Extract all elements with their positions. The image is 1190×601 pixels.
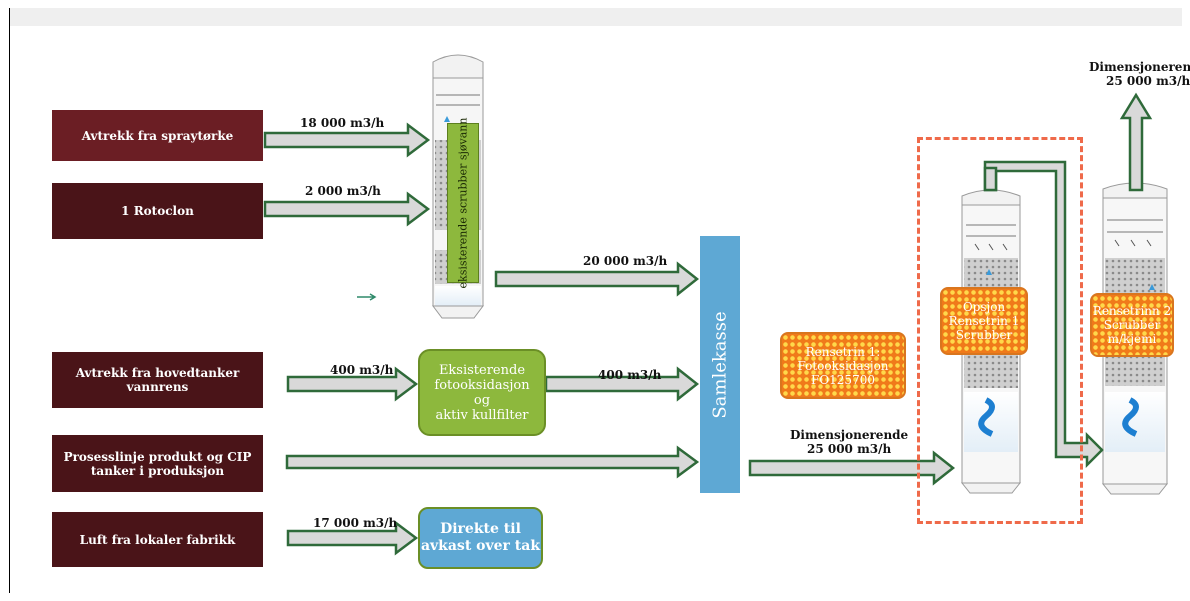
flow-label-rotoclon: 2 000 m3/h — [305, 184, 381, 198]
flow-label-scrubber-out: 20 000 m3/h — [583, 254, 668, 268]
arrow-luft — [286, 520, 419, 556]
direkte-line2: avkast over tak — [420, 538, 541, 554]
opsjon-line3: Scrubber — [955, 328, 1013, 342]
opsjon-dashed-frame — [917, 137, 1083, 524]
left-border-line — [9, 8, 10, 593]
source-rotoclon: 1 Rotoclon — [52, 183, 263, 239]
source-hovedtanker-label: Avtrekk fra hovedtanker vannrens — [75, 366, 240, 394]
arrow-spray — [263, 122, 431, 158]
source-spray-label: Avtrekk fra spraytørke — [81, 128, 234, 143]
arrow-output-up — [1119, 92, 1153, 192]
flow-label-dim-top: Dimensjonerende 25 000 m3/h — [1089, 60, 1190, 88]
flow-label-dim-mid: Dimensjonerende 25 000 m3/h — [790, 428, 908, 456]
rensetrinn1-box: Rensetrin 1: Fotooksidasjon FO125700 — [780, 332, 906, 399]
dim-mid-title: Dimensjonerende — [790, 428, 909, 442]
arrow-hovedtanker-in — [286, 366, 419, 402]
arrow-pipe-connection — [983, 160, 1104, 469]
arrow-foto-out — [544, 366, 700, 402]
flow-label-luft: 17 000 m3/h — [313, 516, 398, 530]
source-prosesslinje-label: Prosesslinje produkt og CIP tanker i pro… — [63, 449, 252, 478]
arrow-scrubber-out — [494, 261, 700, 297]
foto-line1: Eksisterende — [438, 362, 526, 378]
foto-line2: fotooksidasjon — [434, 377, 530, 393]
rensetrinn2-box: Rensetrinn 2 Scrubber m/kjemi — [1090, 293, 1174, 357]
small-teal-arrow — [357, 293, 377, 301]
samlekasse-label: Samlekasse — [709, 310, 731, 419]
rense1-line2: Fotooksidasjon — [797, 358, 889, 373]
flow-label-foto-out: 400 m3/h — [598, 368, 662, 382]
rense1-line1: Rensetrin 1: — [805, 344, 881, 359]
arrow-rotoclon — [263, 191, 431, 227]
flow-label-spray: 18 000 m3/h — [300, 116, 385, 130]
source-luft-label: Luft fra lokaler fabrikk — [79, 532, 236, 547]
opsjon-line1: Opsjon — [962, 300, 1006, 314]
direkte-line1: Direkte til — [440, 521, 521, 537]
arrow-prosesslinje — [285, 445, 700, 479]
rense2-line1: Rensetrinn 2 — [1092, 304, 1172, 318]
existing-scrubber-label-box: eksisterende scrubber sjøvann — [447, 118, 479, 288]
rense1-line3: FO125700 — [811, 372, 875, 387]
samlekasse-box: Samlekasse — [700, 236, 740, 493]
source-rotoclon-label: 1 Rotoclon — [121, 204, 194, 218]
opsjon-rensetrinn1-box: Opsjon Rensetrin 1 Scrubber — [940, 287, 1028, 355]
dim-mid-value: 25 000 m3/h — [806, 442, 892, 456]
opsjon-line2: Rensetrin 1 — [948, 314, 1020, 328]
arrow-opsjon-up — [983, 166, 998, 192]
arrow-dimensjonerende — [748, 450, 956, 486]
dim-top-title: Dimensjonerende — [1089, 60, 1190, 74]
direkte-avkast-box: Direkte til avkast over tak — [418, 507, 543, 569]
flow-label-hovedtanker-in: 400 m3/h — [330, 363, 394, 377]
source-luft: Luft fra lokaler fabrikk — [52, 512, 263, 567]
source-spray-dryer: Avtrekk fra spraytørke — [52, 110, 263, 161]
rense2-line2: Scrubber — [1103, 318, 1161, 332]
source-prosesslinje: Prosesslinje produkt og CIP tanker i pro… — [52, 435, 263, 492]
existing-fotooksidasjon-box: Eksisterende fotooksidasjon og aktiv kul… — [418, 349, 546, 436]
existing-scrubber-label: eksisterende scrubber sjøvann — [456, 117, 470, 289]
source-hovedtanker: Avtrekk fra hovedtanker vannrens — [52, 352, 263, 408]
dim-top-value: 25 000 m3/h — [1105, 74, 1190, 88]
foto-line4: aktiv kullfilter — [435, 407, 529, 423]
top-band — [10, 8, 1182, 26]
rense2-line3: m/kjemi — [1107, 332, 1157, 346]
foto-line3: og — [473, 392, 491, 408]
